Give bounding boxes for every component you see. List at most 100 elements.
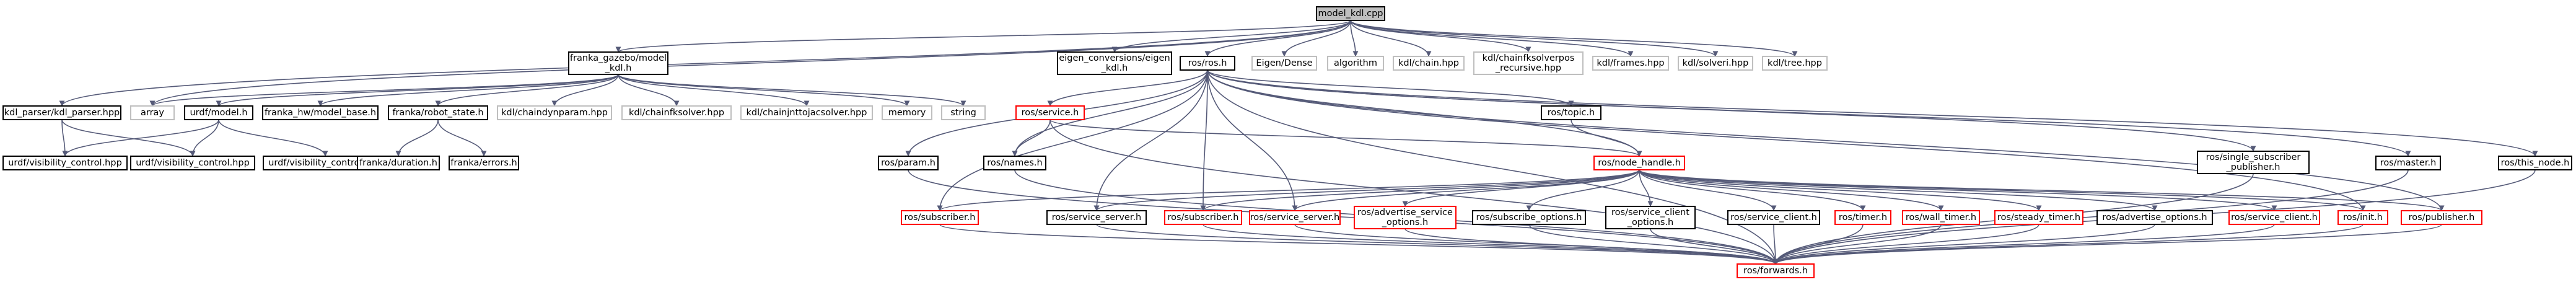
file-node-ros-init-h[interactable]: ros/init.h <box>2337 210 2388 225</box>
include-edge <box>939 224 1779 265</box>
file-node-urdf-visibility-control-hpp-b[interactable]: urdf/visibility_control.hpp <box>130 156 255 170</box>
include-edge <box>1402 169 1640 207</box>
include-edge <box>1772 224 2275 265</box>
node-label: franka_hw/model_base.h <box>265 108 376 118</box>
include-edge <box>1639 169 2277 211</box>
node-box <box>1762 56 1828 71</box>
file-node-urdf-model-h[interactable]: urdf/model.h <box>184 105 253 120</box>
include-edge <box>1772 224 2039 265</box>
file-node-ros-names-h[interactable]: ros/names.h <box>983 156 1046 170</box>
file-node-ros-this-node-h[interactable]: ros/this_node.h <box>2498 156 2572 170</box>
node-box <box>1180 56 1235 71</box>
file-node-ros-master-h[interactable]: ros/master.h <box>2375 156 2441 170</box>
file-node-franka-errors-h[interactable]: franka/errors.h <box>449 156 519 170</box>
node-label: ros/single_subscriber <box>2206 152 2301 162</box>
include-edge <box>1528 224 1779 265</box>
node-label: urdf/visibility_control.hpp <box>8 158 122 168</box>
node-box <box>2 156 128 170</box>
node-label: _kdl.h <box>605 63 632 73</box>
file-node-ros-service-server-h-a[interactable]: ros/service_server.h <box>1046 210 1147 225</box>
file-node-ros-subscriber-h-b[interactable]: ros/subscriber.h <box>1164 210 1242 225</box>
file-node-ros-topic-h[interactable]: ros/topic.h <box>1541 105 1601 120</box>
file-node-ros-steady-timer-h[interactable]: ros/steady_timer.h <box>1994 210 2083 225</box>
file-node-kdl-tree-hpp: kdl/tree.hpp <box>1762 56 1828 71</box>
node-label: ros/init.h <box>2343 213 2383 223</box>
include-edge <box>1639 169 2042 211</box>
node-label: ros/wall_timer.h <box>1906 213 1976 223</box>
node-label: ros/names.h <box>987 158 1042 168</box>
include-edge <box>437 119 487 157</box>
file-node-franka-duration-h[interactable]: franka/duration.h <box>357 156 440 170</box>
node-box <box>2096 210 2213 225</box>
file-node-ros-service-client-h-b[interactable]: ros/service_client.h <box>2228 210 2320 225</box>
node-box <box>740 105 873 120</box>
include-edge <box>61 119 196 157</box>
include-edge <box>1111 20 1351 53</box>
node-label: kdl/solveri.hpp <box>1683 58 1749 68</box>
node-label: ros/ros.h <box>1188 58 1227 68</box>
include-edge <box>435 74 619 107</box>
include-edge <box>216 74 619 107</box>
include-edge <box>1207 69 2411 157</box>
file-node-urdf-visibility-control-hpp-a[interactable]: urdf/visibility_control.hpp <box>2 156 128 170</box>
file-node-franka-robot-state-h[interactable]: franka/robot_state.h <box>388 105 488 120</box>
node-label: ros/service.h <box>1022 108 1079 118</box>
file-node-ros-node-handle-h[interactable]: ros/node_handle.h <box>1593 156 1685 170</box>
node-label: franka_gazebo/model <box>570 53 667 63</box>
file-node-ros-service-server-h-b[interactable]: ros/service_server.h <box>1249 210 1341 225</box>
node-box <box>1057 51 1172 75</box>
node-box <box>1593 156 1685 170</box>
file-node-ros-wall-timer-h[interactable]: ros/wall_timer.h <box>1902 210 1980 225</box>
file-node-ros-service-h[interactable]: ros/service.h <box>1015 105 1085 120</box>
file-node-ros-advertise-service-options-h[interactable]: ros/advertise_service_options.h <box>1354 206 1457 229</box>
file-node-franka-gazebo-model-kdl-h[interactable]: franka_gazebo/model_kdl.h <box>568 51 668 75</box>
node-box <box>262 105 379 120</box>
node-label: ros/subscribe_options.h <box>1476 213 1582 223</box>
file-node-franka-hw-model-base-h[interactable]: franka_hw/model_base.h <box>262 105 379 120</box>
node-label: franka/errors.h <box>450 158 517 168</box>
file-node-ros-ros-h[interactable]: ros/ros.h <box>1180 56 1235 71</box>
file-node-ros-timer-h[interactable]: ros/timer.h <box>1834 210 1891 225</box>
file-node-ros-service-client-h-a[interactable]: ros/service_client.h <box>1727 210 1820 225</box>
file-nodes: model_kdl.cppkdl_parser/kdl_parser.hppfr… <box>2 6 2572 278</box>
node-box <box>2197 151 2310 174</box>
node-box <box>1473 51 1584 75</box>
node-label: ros/topic.h <box>1548 108 1595 118</box>
include-edge <box>618 74 966 107</box>
node-label: ros/service_server.h <box>1250 213 1340 223</box>
file-node-ros-single-subscriber-publisher-h[interactable]: ros/single_subscriber_publisher.h <box>2197 151 2310 174</box>
file-node-eigen-conversions-eigen-kdl-h[interactable]: eigen_conversions/eigen_kdl.h <box>1057 51 1172 75</box>
node-box <box>1727 210 1820 225</box>
node-label: string <box>950 108 976 118</box>
file-node-kdl-cpp: model_kdl.cpp <box>1316 6 1385 21</box>
node-label: kdl/chainfksolverpos <box>1483 53 1575 63</box>
node-label: kdl/tree.hpp <box>1768 58 1822 68</box>
file-node-urdf-visibility-control-hpp-c[interactable]: urdf/visibility_control.hpp <box>263 156 388 170</box>
node-label: ros/advertise_service <box>1357 208 1453 218</box>
include-edge <box>1350 20 1798 57</box>
include-edge <box>1639 169 2445 211</box>
node-box <box>388 105 488 120</box>
node-box <box>1737 263 1815 278</box>
node-label: Eigen/Dense <box>1256 58 1312 68</box>
file-node-ros-param-h[interactable]: ros/param.h <box>878 156 939 170</box>
file-node-kdl-parser-hpp[interactable]: kdl_parser/kdl_parser.hpp <box>2 105 121 120</box>
include-edge <box>1207 69 2366 211</box>
file-node-ros-subscriber-h-a[interactable]: ros/subscriber.h <box>901 210 979 225</box>
file-node-ros-service-client-options-h[interactable]: ros/service_client_options.h <box>1605 206 1696 229</box>
include-edge <box>1639 169 1866 211</box>
node-label: model_kdl.cpp <box>1318 9 1383 19</box>
file-node-ros-subscribe-options-h[interactable]: ros/subscribe_options.h <box>1472 210 1586 225</box>
include-edge <box>1203 224 1779 265</box>
node-label: _options.h <box>1627 218 1673 227</box>
file-node-array: array <box>130 105 175 120</box>
file-node-ros-publisher-h[interactable]: ros/publisher.h <box>2401 210 2482 225</box>
node-label: ros/service_client.h <box>1730 213 1817 223</box>
node-label: kdl_parser/kdl_parser.hpp <box>4 108 120 118</box>
file-node-ros-forwards-h[interactable]: ros/forwards.h <box>1737 263 1815 278</box>
node-label: ros/node_handle.h <box>1598 158 1681 168</box>
node-box <box>2228 210 2320 225</box>
file-node-ros-advertise-options-h[interactable]: ros/advertise_options.h <box>2096 210 2213 225</box>
include-edge <box>1350 20 1359 57</box>
include-edge <box>1772 224 2442 265</box>
